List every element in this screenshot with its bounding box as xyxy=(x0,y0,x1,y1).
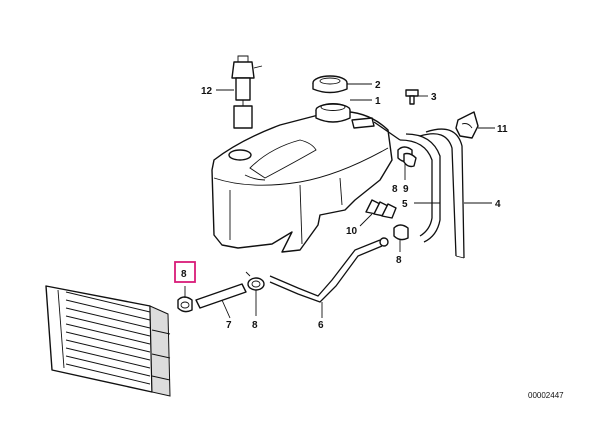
leader-lines xyxy=(184,83,495,319)
radiator[interactable] xyxy=(45,285,171,397)
callout-9[interactable]: 9 xyxy=(403,184,409,195)
mounting-bracket[interactable] xyxy=(455,111,479,139)
callout-6[interactable]: 6 xyxy=(318,320,324,331)
highlight-box xyxy=(174,261,196,283)
tank-cap[interactable] xyxy=(312,75,348,94)
hose-clamp[interactable] xyxy=(245,271,265,291)
vent-line[interactable] xyxy=(269,237,389,303)
clip-lower[interactable] xyxy=(393,224,409,241)
callout-10[interactable]: 10 xyxy=(346,226,358,237)
connecting-hose[interactable] xyxy=(195,283,247,309)
callout-5[interactable]: 5 xyxy=(402,199,408,210)
callout-8-hose[interactable]: 8 xyxy=(252,320,258,331)
hose-clamp-set[interactable] xyxy=(365,199,397,219)
callout-3[interactable]: 3 xyxy=(431,92,437,103)
level-sensor[interactable] xyxy=(231,55,263,129)
overflow-pipe[interactable] xyxy=(419,128,465,259)
clip-highlighted[interactable] xyxy=(177,296,193,313)
callout-2[interactable]: 2 xyxy=(375,80,381,91)
callout-12[interactable]: 12 xyxy=(201,86,213,97)
clip-upper[interactable] xyxy=(397,146,417,168)
vent-hose-upper[interactable] xyxy=(351,117,401,141)
callout-8-highlighted[interactable]: 8 xyxy=(181,269,187,280)
callout-8-upper[interactable]: 8 xyxy=(392,184,398,195)
filler-neck[interactable] xyxy=(315,103,351,123)
diagram-reference-number: 00002447 xyxy=(528,391,564,400)
expansion-tank[interactable] xyxy=(211,110,393,253)
bolt[interactable] xyxy=(405,89,419,105)
callout-11[interactable]: 11 xyxy=(497,124,508,135)
callout-4[interactable]: 4 xyxy=(495,199,501,210)
callout-7[interactable]: 7 xyxy=(226,320,232,331)
callout-1[interactable]: 1 xyxy=(375,96,381,107)
callout-8-lower[interactable]: 8 xyxy=(396,255,402,266)
